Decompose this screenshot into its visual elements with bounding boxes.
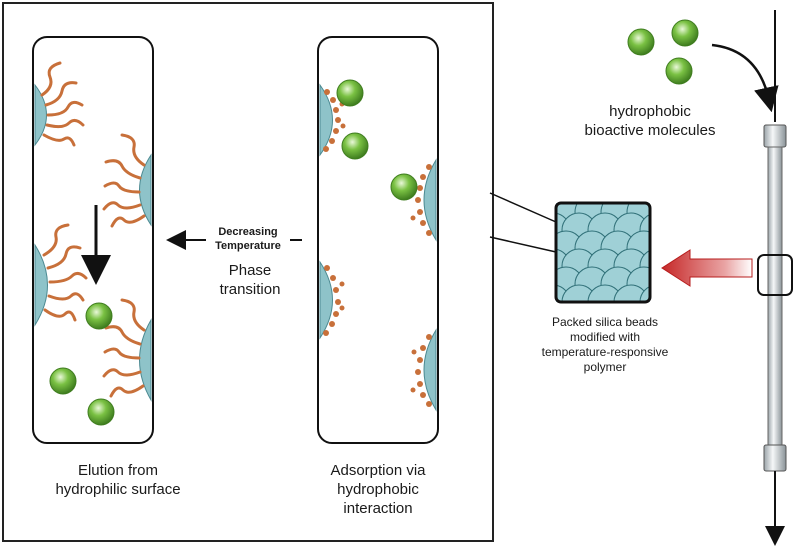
packed-beads (556, 203, 650, 302)
molecules-line2: bioactive molecules (584, 121, 716, 139)
column-bottom-fitting (763, 444, 787, 472)
column-top-fitting (763, 124, 787, 148)
molecules-line1: hydrophobic (609, 103, 691, 120)
phase-transition-label: Phase transition (205, 262, 295, 300)
polymer-chains-extended (40, 61, 146, 398)
beads-line1: Packed silica beads (551, 315, 659, 329)
molecules-label: hydrophobic bioactive molecules (565, 103, 735, 141)
elution-label-line1: Elution from (77, 462, 159, 479)
callout-line-top (489, 192, 557, 223)
polymer-chains-collapsed (323, 89, 432, 407)
feed-arrow (711, 43, 779, 113)
adsorption-label-line2: hydrophobic (337, 480, 419, 498)
left-surfaces (34, 83, 152, 402)
callout-line-bottom (489, 236, 557, 253)
adsorption-label-line3: interaction (343, 499, 413, 517)
released-molecules (49, 302, 115, 426)
beads-line3: temperature-responsive (541, 345, 669, 359)
beads-label: Packed silica beads modified with temper… (520, 315, 690, 375)
adsorption-label: Adsorption via hydrophobic interaction (298, 462, 458, 518)
decreasing-temperature-label: Decreasing Temperature (203, 226, 293, 254)
beads-box (554, 201, 652, 304)
adsorbed-molecules (336, 79, 418, 201)
phase-line2: transition (219, 280, 281, 298)
right-surfaces (319, 83, 437, 412)
decreasing-line2: Temperature (215, 239, 281, 252)
adsorption-label-line1: Adsorption via (330, 462, 426, 479)
column-highlight (757, 254, 793, 296)
decreasing-line1: Decreasing (218, 226, 278, 238)
feed-molecules (627, 19, 699, 85)
elution-label: Elution from hydrophilic surface (33, 462, 203, 500)
beads-line2: modified with (569, 330, 641, 344)
panel-frame (2, 2, 494, 542)
beads-line4: polymer (583, 360, 627, 374)
red-arrow-icon (661, 249, 753, 287)
elution-label-line2: hydrophilic surface (55, 480, 181, 498)
phase-line1: Phase (228, 262, 272, 279)
